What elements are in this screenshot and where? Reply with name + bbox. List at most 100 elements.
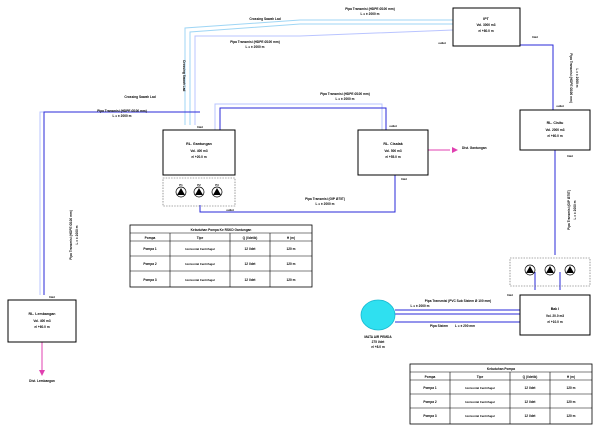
table-cell: Pompa 1 bbox=[143, 247, 157, 251]
table-pompa-header: Q (l/detik) bbox=[523, 375, 538, 379]
crossing-label-1: Crossing Sawah Lad bbox=[249, 17, 280, 21]
table-gantungan-title: Kebutuhan Pompa Ke RSKD Gantungan bbox=[191, 228, 252, 232]
bak-inlet: Inlet bbox=[507, 293, 513, 297]
dist-gantungan-arrow bbox=[452, 147, 458, 153]
rl-cisalak-inlet: Inlet bbox=[401, 177, 407, 181]
pump-group-gantungan bbox=[162, 177, 236, 207]
pipe-length-4: L = ± 2000 m bbox=[336, 97, 355, 101]
pipe-label-1: Pipa Transmisi (HDPE Ø100 mm) bbox=[345, 7, 395, 11]
pipe-label-6: Pipa Transmisi (HDPE Ø100 mm) bbox=[569, 53, 573, 103]
bak-label: Bak I bbox=[551, 307, 560, 311]
table-gantungan-header: Tipe bbox=[197, 236, 204, 240]
pipe-length-8: L = ± 2000 m bbox=[573, 200, 577, 219]
pipe-label-10: Pipa Sistem bbox=[430, 324, 448, 328]
rl-gantungan-elevation: el +20.0 m bbox=[191, 155, 206, 159]
table-gantungan-header: Pompa bbox=[145, 236, 156, 240]
ipt-elevation: el +80.0 m bbox=[478, 29, 493, 33]
table-cell: Pompa 2 bbox=[143, 262, 157, 266]
node-rl-cisalak bbox=[357, 129, 429, 176]
table-cell: Pompa 1 bbox=[423, 386, 437, 390]
rl-gantungan-inlet: Inlet bbox=[197, 125, 203, 129]
table-cell: 120 m bbox=[566, 386, 575, 390]
pump-label-p1: P1 bbox=[179, 183, 183, 187]
table-pump-gantungan: Kebutuhan Pompa Ke RSKD Gantungan Pompa … bbox=[129, 224, 313, 288]
pipe-label-7: Pipa Transmisi (GIP Ø75T) bbox=[305, 197, 345, 201]
table-cell: 120 m bbox=[286, 262, 295, 266]
rl-cisitu-volume: Vol. 2000 m3 bbox=[545, 128, 564, 132]
table-cell: Horizontal Centrifugal bbox=[465, 386, 494, 390]
spring-source-icon bbox=[360, 299, 396, 331]
rl-cisalak-volume: Vol. 500 m3 bbox=[384, 149, 402, 153]
rl-cisitu-outlet: outlet bbox=[556, 104, 564, 108]
pipe-length-6: L = ± 2000 m bbox=[575, 69, 579, 88]
pump-bak-1 bbox=[524, 264, 536, 276]
table-cell: 12 l/det bbox=[245, 278, 257, 282]
rl-cisitu-label: RL. Cisitu bbox=[547, 121, 564, 125]
pump-gantungan-2 bbox=[193, 186, 205, 198]
table-cell: Horizontal Centrifugal bbox=[185, 278, 214, 282]
table-cell: Horizontal Centrifugal bbox=[185, 262, 214, 266]
rl-lembangan-label: RL. Lembangan bbox=[29, 312, 56, 316]
table-cell: 120 m bbox=[286, 247, 295, 251]
table-cell: 12 l/det bbox=[525, 386, 537, 390]
mata-air-elevation: el +8.0 m bbox=[371, 345, 385, 349]
table-cell: 12 l/det bbox=[525, 414, 537, 418]
pipe-length-2: L = ± 2000 m bbox=[246, 45, 265, 49]
rl-gantungan-label: RL. Gantungan bbox=[186, 142, 212, 146]
pump-label-p2: P2 bbox=[197, 183, 201, 187]
rl-gantungan-volume: Vol. 400 m3 bbox=[190, 149, 208, 153]
table-pump-main: Kebutuhan Pompa Pompa Tipe Q (l/detik) H… bbox=[409, 363, 593, 425]
pump-gantungan-1 bbox=[175, 186, 187, 198]
node-rl-gantungan bbox=[162, 129, 236, 176]
ipt-volume: Vol. 3000 m3 bbox=[476, 23, 495, 27]
table-cell: Horizontal Centrifugal bbox=[465, 414, 494, 418]
table-cell: Horizontal Centrifugal bbox=[465, 400, 494, 404]
pipe-label-5: Pipa Transmisi (HDPE Ø100 mm) bbox=[69, 210, 73, 260]
table-cell: Pompa 2 bbox=[423, 400, 437, 404]
pipe-length-9: L = ± 2000 m bbox=[411, 304, 430, 308]
dist-lembangan-label-1: Dist. Lembangan bbox=[29, 379, 55, 383]
pump-bak-2 bbox=[544, 264, 556, 276]
table-pompa-header: Tipe bbox=[477, 375, 484, 379]
pipe-cisitu-ipt bbox=[520, 44, 554, 110]
node-ipt bbox=[452, 7, 521, 47]
table-cell: Pompa 3 bbox=[143, 278, 157, 282]
table-cell: Pompa 3 bbox=[423, 414, 437, 418]
table-cell: 120 m bbox=[566, 414, 575, 418]
table-cell: 12 l/det bbox=[525, 400, 537, 404]
table-pompa-header: Pompa bbox=[425, 375, 436, 379]
pipe-length-5: L = ± 2000 m bbox=[75, 225, 79, 244]
ipt-inlet: Inlet bbox=[532, 35, 538, 39]
pipe-label-8: Pipa Transmisi (GIP Ø75T) bbox=[567, 190, 571, 230]
pipe-length-3: L = ± 2000 m bbox=[113, 114, 132, 118]
rl-cisitu-inlet: Inlet bbox=[567, 154, 573, 158]
table-pompa-header: H (m) bbox=[567, 375, 575, 379]
pipe-ipt-gantungan-a bbox=[184, 19, 453, 125]
crossing-label-3: Crossing Sawah Lad bbox=[124, 95, 155, 99]
rl-lembangan-inlet: Inlet bbox=[49, 295, 55, 299]
ipt-label: IPT bbox=[483, 17, 489, 21]
gantungan-pump-outlet: outlet bbox=[226, 208, 234, 212]
pipe-gantungan-cisalak bbox=[219, 107, 387, 130]
rl-cisitu-elevation: el +60.0 m bbox=[547, 134, 562, 138]
pipe-length-1: L = ± 2000 m bbox=[361, 12, 380, 16]
rl-lembangan-volume: Vol. 400 m3 bbox=[33, 319, 51, 323]
table-cell: 120 m bbox=[286, 278, 295, 282]
pipe-length-10: L = ± 200 mm bbox=[455, 324, 475, 328]
crossing-label-2: Crossing Sawah Lad bbox=[182, 60, 186, 91]
pump-gantungan-3 bbox=[211, 186, 223, 198]
pipe-length-7: L = ± 2000 m bbox=[316, 202, 335, 206]
rl-cisalak-elevation: el +55.0 m bbox=[385, 155, 400, 159]
table-cell: 12 l/det bbox=[245, 262, 257, 266]
pipe-label-4: Pipa Transmisi (HDPE Ø100 mm) bbox=[320, 92, 370, 96]
pipe-ipt-gantungan-c bbox=[194, 29, 454, 125]
pipe-label-3: Pipa Transmisi (HDPE Ø100 mm) bbox=[97, 109, 147, 113]
bak-elevation: el +10.0 m bbox=[547, 320, 562, 324]
pipe-gantungan-cisalak-light bbox=[214, 103, 383, 130]
ipt-outlet: outlet bbox=[438, 41, 446, 45]
table-cell: 12 l/det bbox=[245, 247, 257, 251]
table-pompa-title: Kebutuhan Pompa bbox=[487, 367, 515, 371]
pump-bak-3 bbox=[564, 264, 576, 276]
table-cell: Horizontal Centrifugal bbox=[185, 247, 214, 251]
